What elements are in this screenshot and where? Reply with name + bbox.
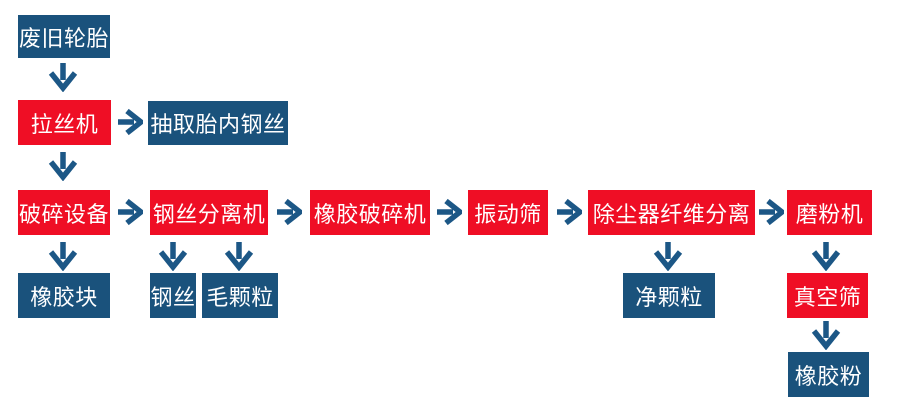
node-steel-wire-separator: 钢丝分离机 (150, 190, 268, 235)
node-clean-granules: 净颗粒 (623, 273, 715, 318)
node-steel-wire: 钢丝 (150, 273, 196, 318)
arrow-down-icon (224, 242, 254, 271)
node-rubber-crusher: 橡胶破碎机 (310, 190, 430, 235)
arrow-down-icon (48, 63, 78, 92)
arrow-down-icon (653, 242, 683, 271)
node-waste-tire: 废旧轮胎 (18, 15, 110, 58)
arrow-right-icon (557, 198, 582, 226)
node-vacuum-screen: 真空筛 (787, 273, 868, 318)
arrow-right-icon (437, 198, 462, 226)
node-crushing-equipment: 破碎设备 (18, 190, 110, 235)
arrow-down-icon (48, 152, 78, 181)
node-fuzzy-granules: 毛颗粒 (202, 273, 278, 318)
node-extract-tire-steel-wire: 抽取胎内钢丝 (148, 101, 288, 145)
node-mill: 磨粉机 (787, 190, 872, 235)
node-vibrating-screen: 振动筛 (468, 190, 548, 235)
node-rubber-powder: 橡胶粉 (788, 352, 869, 397)
arrow-down-icon (811, 321, 841, 350)
arrow-down-icon (48, 242, 78, 271)
arrow-down-icon (811, 242, 841, 271)
arrow-right-icon (277, 198, 302, 226)
arrow-right-icon (118, 108, 143, 136)
arrow-down-icon (158, 242, 188, 271)
node-rubber-block: 橡胶块 (18, 273, 110, 318)
node-dust-collector-fiber-separation: 除尘器纤维分离 (588, 190, 755, 235)
node-wire-drawing-machine: 拉丝机 (18, 100, 111, 145)
arrow-right-icon (118, 198, 143, 226)
arrow-right-icon (759, 198, 784, 226)
